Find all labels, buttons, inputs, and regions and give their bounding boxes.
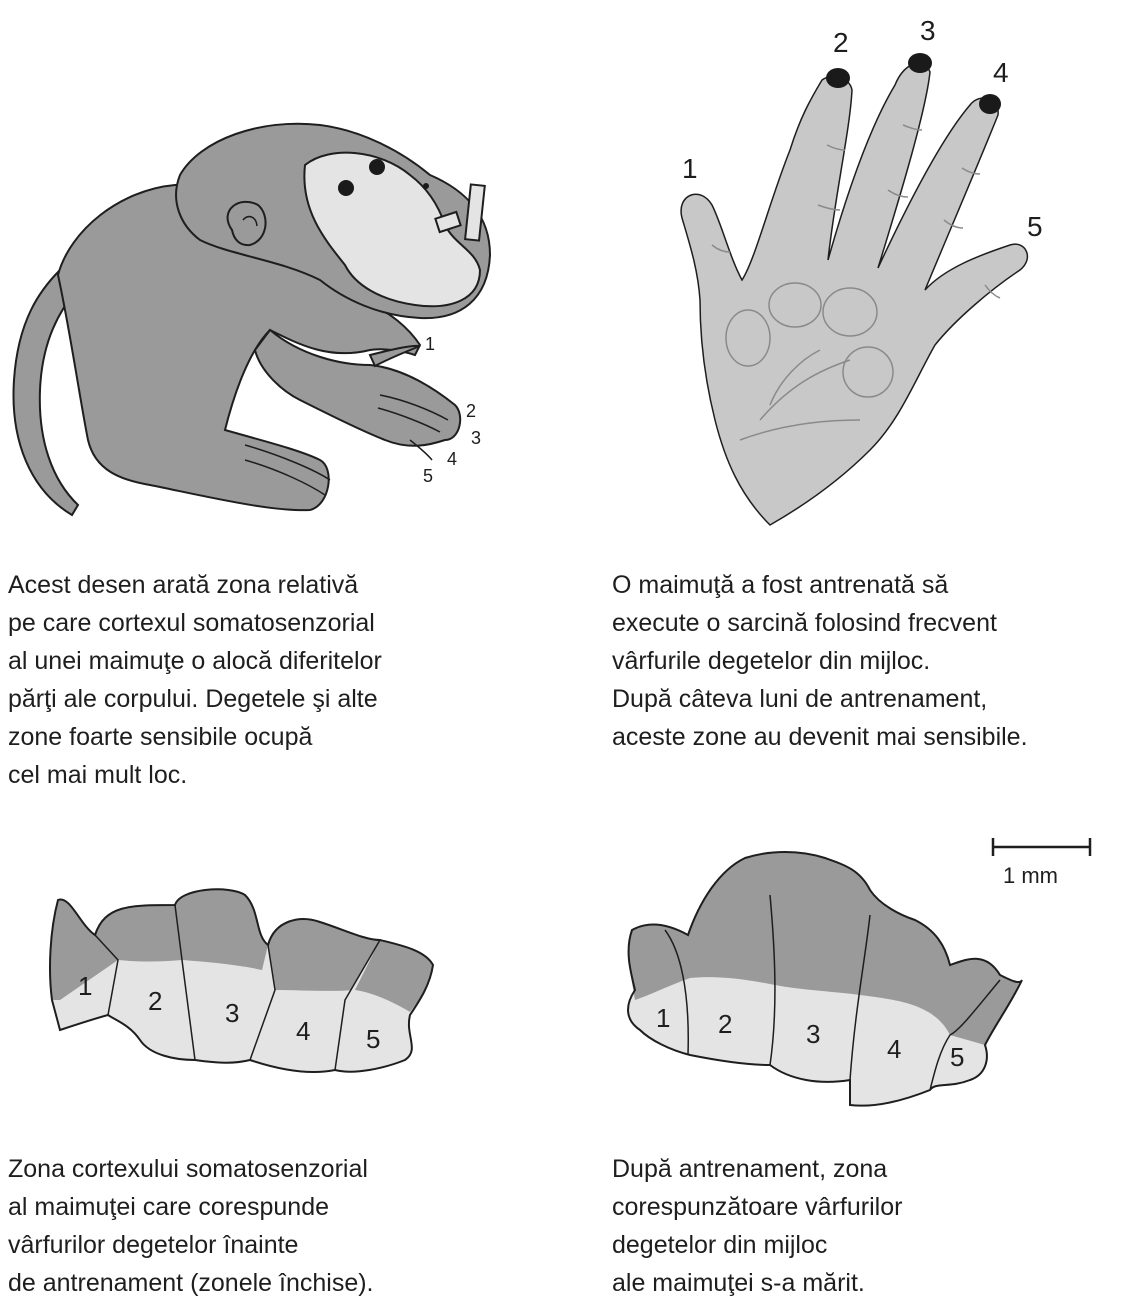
- caption-line: ale maimuţei s-a mărit.: [612, 1264, 1112, 1302]
- monkey-finger-label-3: 3: [471, 428, 481, 448]
- hand-finger-label-1: 1: [682, 153, 698, 184]
- hand-finger-label-4: 4: [993, 57, 1009, 88]
- cortex-map-before: 1 2 3 4 5: [40, 880, 450, 1100]
- cortex-before-label-3: 3: [225, 998, 239, 1028]
- cortex-after-label-5: 5: [950, 1042, 964, 1072]
- cortex-before-label-4: 4: [296, 1016, 310, 1046]
- caption-line: Acest desen arată zona relativă: [8, 566, 508, 604]
- monkey-finger-label-2: 2: [466, 401, 476, 421]
- hand-finger-label-5: 5: [1027, 211, 1043, 242]
- caption-line: cel mai mult loc.: [8, 756, 508, 794]
- monkey-finger-label-5: 5: [423, 466, 433, 486]
- cortex-after-label-1: 1: [656, 1003, 670, 1033]
- monkey-finger-label-4: 4: [447, 449, 457, 469]
- caption-line: zone foarte sensibile ocupă: [8, 718, 508, 756]
- fingertip-pad-2: [826, 68, 850, 88]
- fingertip-pad-3: [908, 53, 932, 73]
- fingertip-pad-4: [979, 94, 1001, 114]
- caption-line: al unei maimuţe o alocă diferitelor: [8, 642, 508, 680]
- caption-line: pe care cortexul somatosenzorial: [8, 604, 508, 642]
- cortex-before-label-5: 5: [366, 1024, 380, 1054]
- caption-line: vârfurilor degetelor înainte: [8, 1226, 508, 1264]
- caption-line: aceste zone au devenit mai sensibile.: [612, 718, 1122, 756]
- cortex-after-caption: După antrenament, zona corespunzătoare v…: [612, 1150, 1112, 1302]
- hand-finger-label-3: 3: [920, 15, 936, 46]
- caption-line: După antrenament, zona: [612, 1150, 1112, 1188]
- caption-line: al maimuţei care corespunde: [8, 1188, 508, 1226]
- cortex-after-label-4: 4: [887, 1034, 901, 1064]
- caption-line: O maimuţă a fost antrenată să: [612, 566, 1122, 604]
- cortex-map-after: 1 mm 1 2 3 4 5: [620, 830, 1100, 1120]
- caption-line: vârfurile degetelor din mijloc.: [612, 642, 1122, 680]
- monkey-illustration: 1 2 3 4 5: [0, 110, 520, 540]
- caption-line: Zona cortexului somatosenzorial: [8, 1150, 508, 1188]
- caption-line: corespunzătoare vârfurilor: [612, 1188, 1112, 1226]
- hand-finger-label-2: 2: [833, 27, 849, 58]
- caption-line: de antrenament (zonele închise).: [8, 1264, 508, 1302]
- monkey-caption: Acest desen arată zona relativă pe care …: [8, 566, 508, 794]
- caption-line: execute o sarcină folosind frecvent: [612, 604, 1122, 642]
- caption-line: După câteva luni de antrenament,: [612, 680, 1122, 718]
- caption-line: degetelor din mijloc: [612, 1226, 1112, 1264]
- cortex-after-label-2: 2: [718, 1009, 732, 1039]
- hand-illustration: 1 2 3 4 5: [660, 0, 1080, 540]
- caption-line: părţi ale corpului. Degetele şi alte: [8, 680, 508, 718]
- scale-bar: [993, 838, 1090, 856]
- cortex-after-label-3: 3: [806, 1019, 820, 1049]
- cortex-before-label-2: 2: [148, 986, 162, 1016]
- scale-bar-label: 1 mm: [1003, 863, 1058, 888]
- monkey-finger-label-1: 1: [425, 334, 435, 354]
- hand-caption: O maimuţă a fost antrenată să execute o …: [612, 566, 1122, 756]
- cortex-before-label-1: 1: [78, 971, 92, 1001]
- cortex-before-caption: Zona cortexului somatosenzorial al maimu…: [8, 1150, 508, 1302]
